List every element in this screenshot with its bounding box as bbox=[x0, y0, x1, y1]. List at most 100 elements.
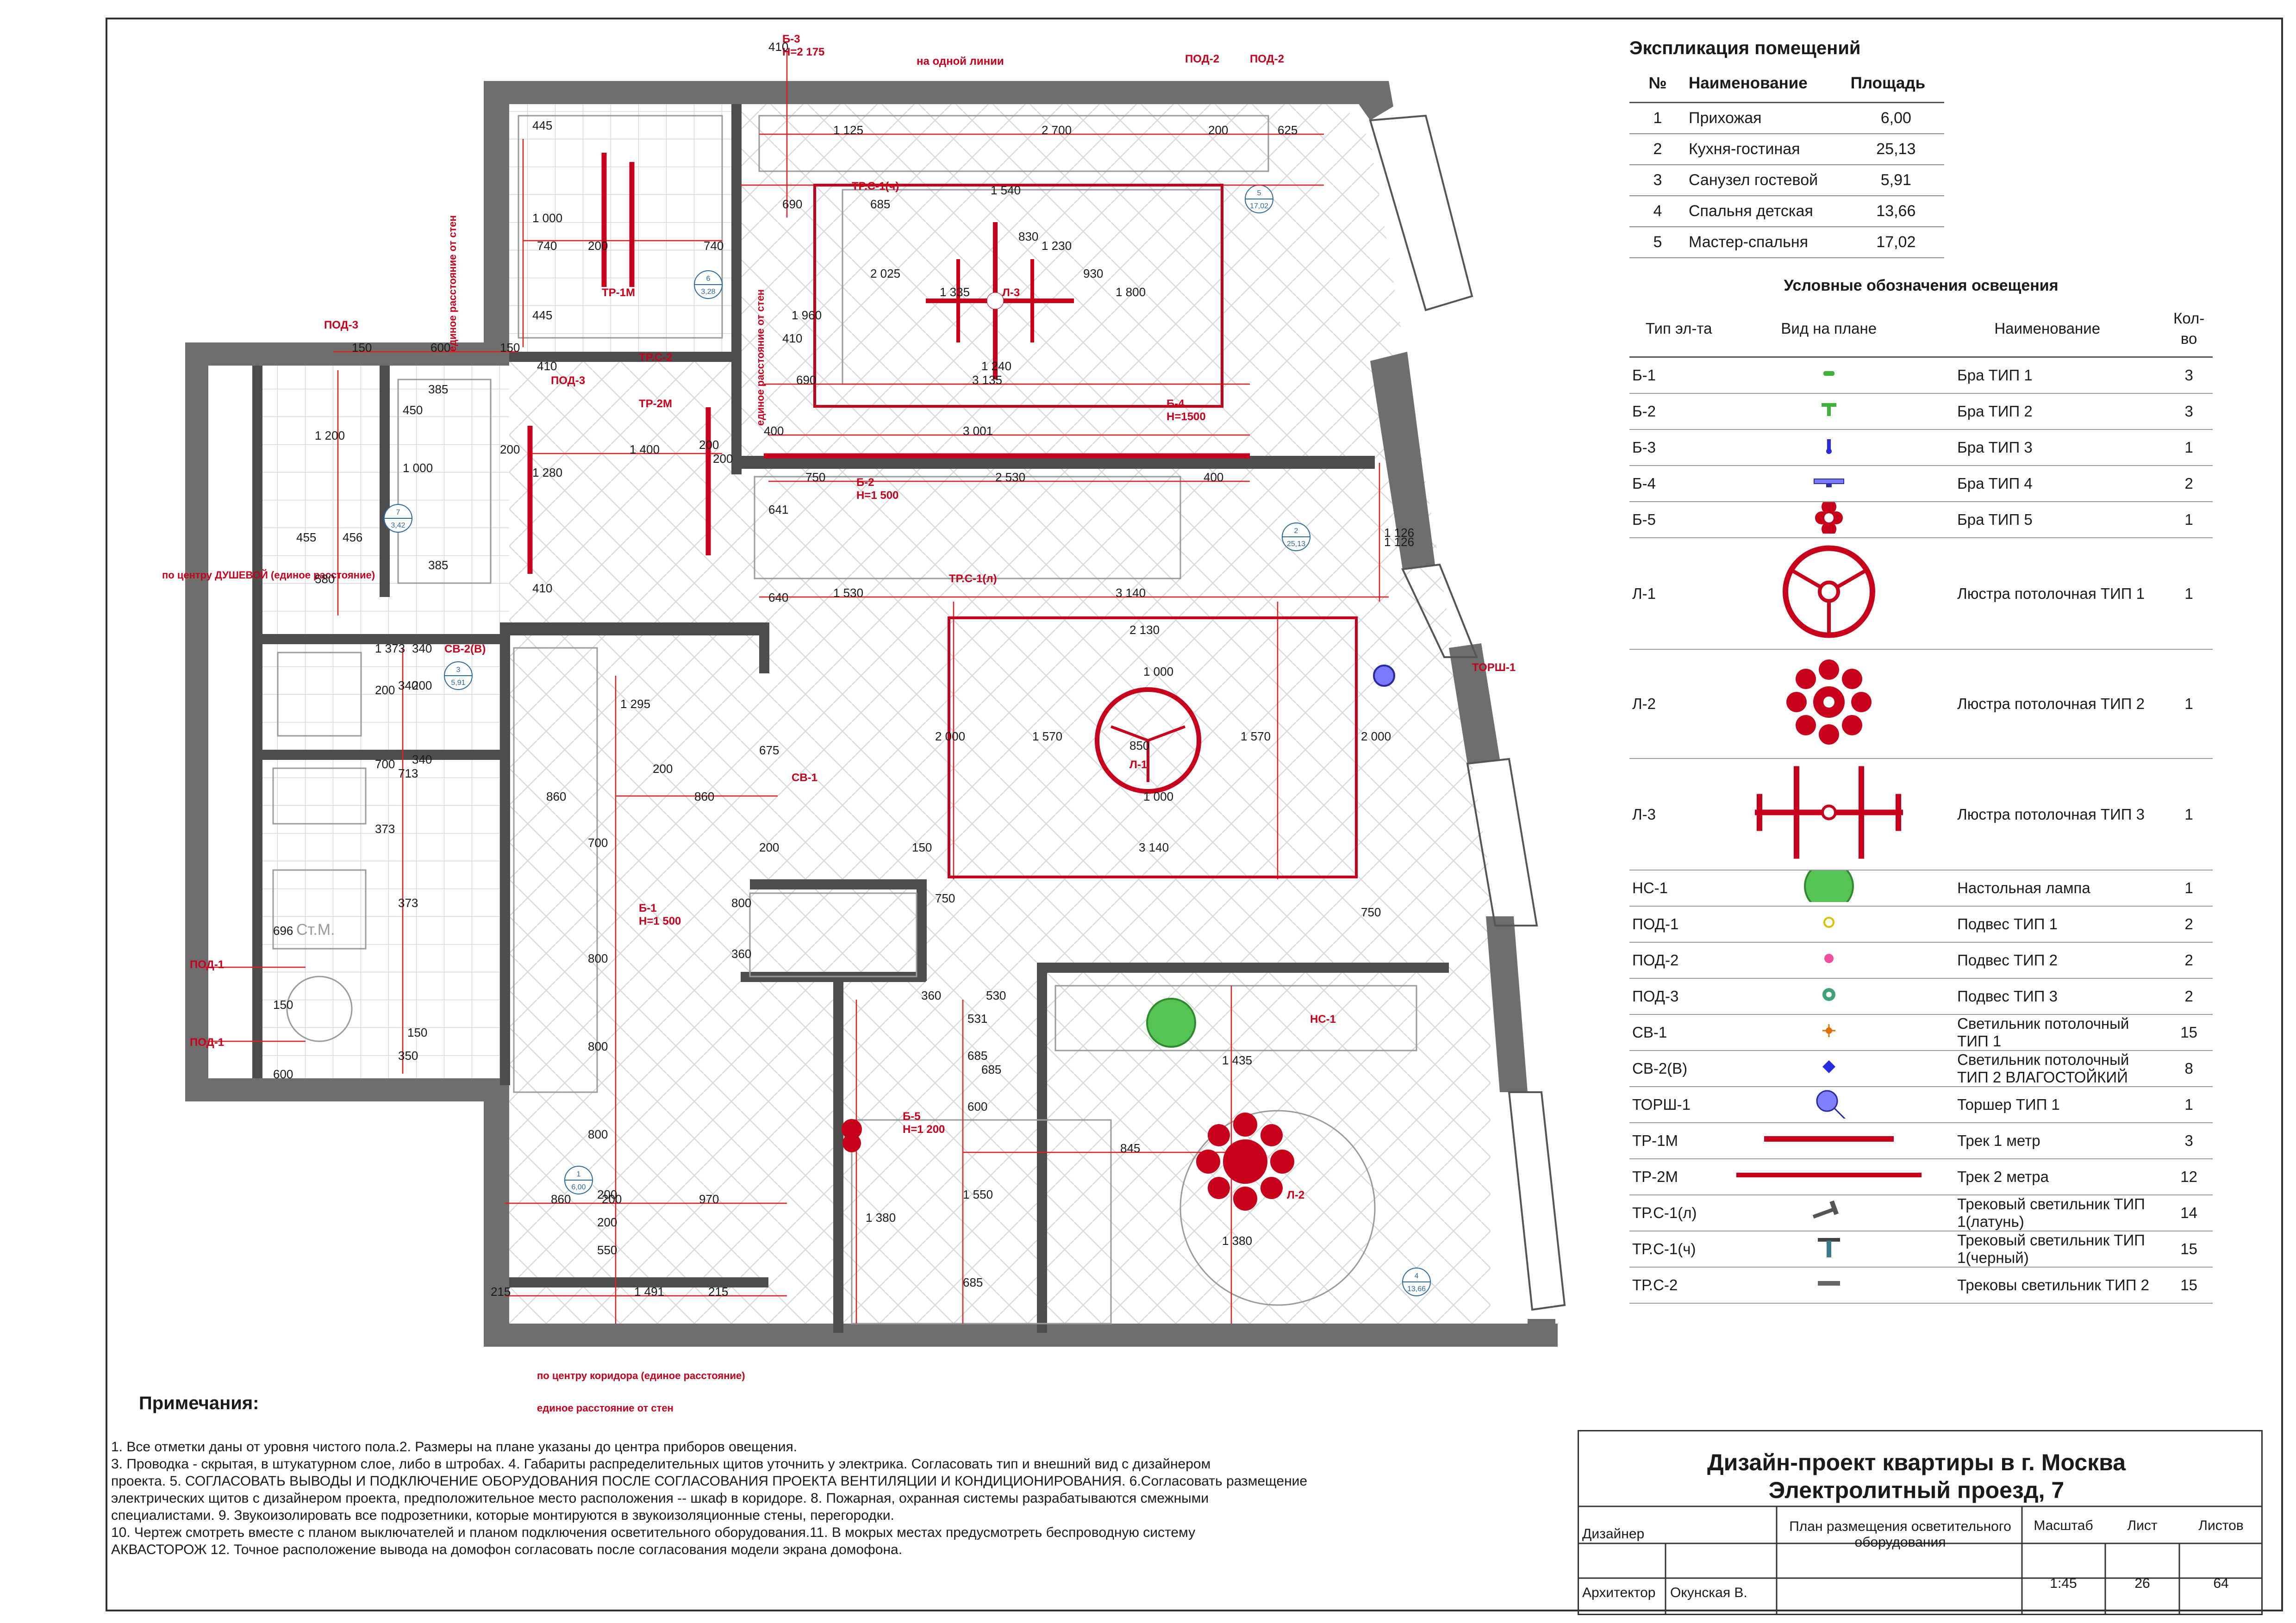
sconce-5-icon bbox=[1728, 499, 1930, 538]
room-area: 25,13 bbox=[1847, 134, 1944, 165]
room-marker: 225,13 bbox=[1282, 522, 1310, 551]
legend-name: Люстра потолочная ТИП 1 bbox=[1929, 538, 2165, 650]
legend-type: Б-1 bbox=[1629, 357, 1728, 394]
label-b4-height: H=1500 bbox=[1167, 410, 1206, 423]
label-b3: Б-3 bbox=[782, 33, 800, 45]
dimension-value: 456 bbox=[343, 530, 362, 544]
room-area: 5,91 bbox=[1847, 165, 1944, 196]
dimension-value: 1 125 bbox=[833, 123, 863, 137]
room-area: 25,13 bbox=[1287, 540, 1305, 548]
room-number: 3 bbox=[1629, 165, 1686, 196]
label-l2: Л-2 bbox=[1287, 1189, 1304, 1201]
dimension-value: 1 540 bbox=[991, 183, 1021, 197]
sheet-name: План размещения осветительного оборудова… bbox=[1789, 1519, 2011, 1550]
dimension-value: 150 bbox=[912, 840, 932, 854]
label-trs1l: ТР.С-1(л) bbox=[949, 572, 997, 585]
dimension-value: 200 bbox=[588, 239, 608, 253]
dimension-value: 410 bbox=[537, 359, 557, 373]
legend-qty: 2 bbox=[2165, 466, 2213, 502]
dimension-value: 1 373 bbox=[375, 641, 405, 655]
legend-type: ТР-2М bbox=[1629, 1159, 1728, 1195]
dimension-value: 1 280 bbox=[532, 466, 562, 479]
note-line: 10. Чертеж смотреть вместе с планом выкл… bbox=[111, 1525, 1196, 1540]
legend-type: ТР.С-1(ч) bbox=[1629, 1231, 1728, 1268]
legend-qty: 3 bbox=[2165, 357, 2213, 394]
legend-name: Трек 1 метр bbox=[1929, 1123, 2165, 1159]
legend-header-qty: Кол-во bbox=[2165, 301, 2213, 358]
wardrobe-floor bbox=[509, 104, 731, 354]
label-sv2: СВ-2(В) bbox=[444, 643, 486, 655]
dimension-value: 860 bbox=[694, 790, 714, 803]
dimension-value: 150 bbox=[500, 341, 520, 354]
dimension-value: 340 bbox=[398, 678, 418, 692]
chandelier-2-icon bbox=[1728, 649, 1930, 759]
dimension-value: 385 bbox=[428, 382, 448, 396]
dimension-value: 1 960 bbox=[792, 308, 822, 322]
dimension-value: 2 025 bbox=[870, 267, 900, 280]
room-area: 6,00 bbox=[571, 1183, 586, 1191]
designer-label: Дизайнер bbox=[1582, 1526, 1645, 1542]
dimension-value: 675 bbox=[759, 743, 779, 757]
tracks bbox=[527, 153, 1250, 574]
dimension-value: 713 bbox=[398, 766, 418, 780]
dimension-value: 1 550 bbox=[963, 1188, 993, 1201]
room-area: 13,66 bbox=[1407, 1285, 1426, 1293]
dimension-value: 640 bbox=[768, 591, 788, 604]
label-b5-height: H=1 200 bbox=[903, 1123, 945, 1136]
room-number: 3 bbox=[456, 666, 461, 674]
legend-type: ПОД-1 bbox=[1629, 906, 1728, 943]
track-light-black-icon bbox=[1728, 1231, 1930, 1268]
dimension-value: 845 bbox=[1120, 1141, 1140, 1155]
architect-name: Окунская В. bbox=[1670, 1585, 1747, 1600]
room-area: 5,91 bbox=[451, 679, 465, 687]
legend-qty: 15 bbox=[2165, 1267, 2213, 1304]
sconce-1-icon bbox=[1728, 357, 1930, 394]
legend-header-view: Вид на плане bbox=[1728, 301, 1930, 358]
track-1m-icon bbox=[1728, 1123, 1930, 1159]
project-title: Дизайн-проект квартиры в г. Москва Элект… bbox=[1583, 1449, 2250, 1504]
dimension-value: 700 bbox=[375, 757, 395, 771]
interior-walls bbox=[252, 104, 1449, 1333]
dimension-value: 200 bbox=[602, 1192, 622, 1206]
dimension-value: 685 bbox=[967, 1049, 987, 1063]
note-corridor: по центру коридора (единое расстояние) bbox=[537, 1370, 745, 1381]
dimension-value: 1 126 bbox=[1384, 535, 1414, 549]
dimension-value: 400 bbox=[764, 424, 784, 438]
dimension-value: 2 000 bbox=[935, 729, 965, 743]
room-marker: 63,28 bbox=[694, 270, 723, 299]
dimension-value: 200 bbox=[759, 840, 779, 854]
notes-text: 1. Все отметки даны от уровня чистого по… bbox=[111, 1438, 1537, 1558]
room-number: 7 bbox=[396, 509, 400, 516]
dimension-value: 690 bbox=[782, 197, 802, 211]
sconce-b5 bbox=[842, 1119, 862, 1152]
dimension-value: 200 bbox=[699, 438, 719, 452]
dimension-value: 750 bbox=[805, 470, 825, 484]
dimension-value: 450 bbox=[403, 403, 423, 417]
legend-type: ТР.С-2 bbox=[1629, 1267, 1728, 1304]
legend-type: Б-5 bbox=[1629, 502, 1728, 538]
label-b1: Б-1 bbox=[639, 902, 657, 914]
label-pod1-a: ПОД-1 bbox=[190, 958, 224, 971]
legend-type: СВ-1 bbox=[1629, 1014, 1728, 1051]
dimension-value: 740 bbox=[704, 239, 724, 253]
dimension-value: 2 000 bbox=[1361, 729, 1391, 743]
dimension-value: 641 bbox=[768, 503, 788, 516]
dimension-value: 200 bbox=[375, 683, 395, 697]
room-name: Мастер-спальня bbox=[1686, 227, 1848, 258]
label-ns1: НС-1 bbox=[1310, 1013, 1336, 1026]
legend-name: Бра ТИП 4 bbox=[1929, 466, 2165, 502]
track-light-2-icon bbox=[1728, 1267, 1930, 1304]
dimension-value: 1 530 bbox=[833, 586, 863, 600]
label-b2-height: H=1 500 bbox=[856, 489, 898, 502]
dimension-value: 1 800 bbox=[1116, 285, 1146, 299]
sconce-4-icon bbox=[1728, 466, 1930, 502]
dimension-value: 373 bbox=[398, 896, 418, 910]
label-tr2m: ТР-2М bbox=[639, 398, 672, 410]
legend-type: Б-3 bbox=[1629, 429, 1728, 466]
